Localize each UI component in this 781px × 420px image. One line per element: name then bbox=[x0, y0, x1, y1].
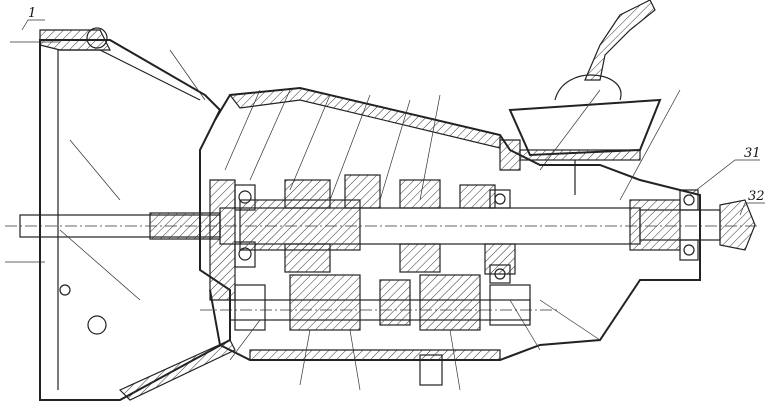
countershaft bbox=[200, 274, 560, 331]
callout-label-1: 1 bbox=[28, 6, 36, 21]
gear-shift-lever bbox=[508, 0, 662, 195]
gearbox-housing bbox=[209, 86, 701, 386]
bearings bbox=[234, 184, 699, 284]
leader-lines bbox=[21, 19, 765, 391]
callout-label-31: 31 bbox=[744, 146, 761, 161]
clutch-bell-housing bbox=[5, 27, 236, 401]
callout-label-32: 32 bbox=[748, 189, 765, 204]
main-shaft bbox=[5, 199, 760, 251]
